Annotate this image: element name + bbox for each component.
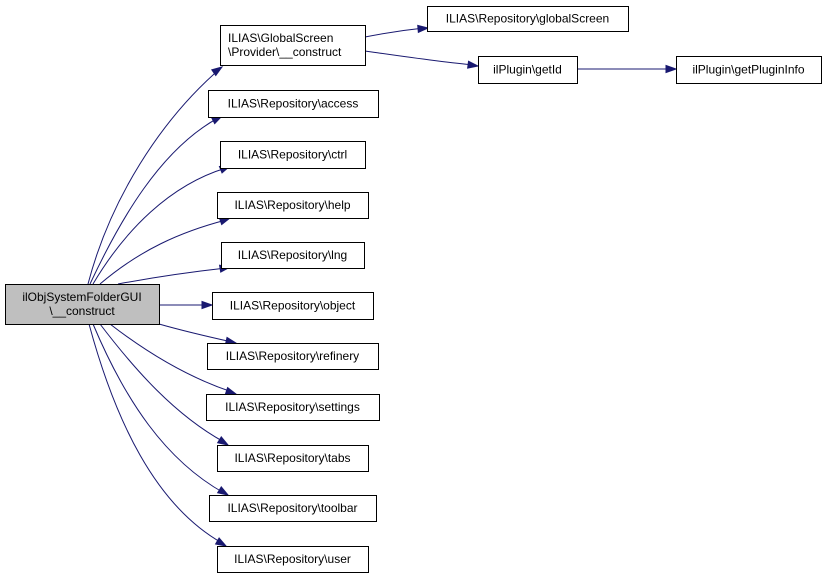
node-box[interactable] xyxy=(220,141,366,169)
edge-line xyxy=(92,167,227,285)
edge-root-to-refinery xyxy=(158,323,238,345)
edge-line xyxy=(99,323,225,443)
node-box[interactable] xyxy=(217,546,369,573)
node-object[interactable]: ILIAS\Repository\object xyxy=(212,292,374,320)
node-lng[interactable]: ILIAS\Repository\lng xyxy=(221,242,365,269)
edge-line xyxy=(87,66,223,285)
node-settings[interactable]: ILIAS\Repository\settings xyxy=(206,394,380,421)
node-box[interactable] xyxy=(208,90,379,118)
edge-gs_provider-to-getId xyxy=(364,50,480,69)
edge-root-to-gs_provider xyxy=(87,66,224,285)
node-box[interactable] xyxy=(478,56,578,84)
arrowhead-icon xyxy=(216,485,230,496)
arrowhead-icon xyxy=(216,435,230,446)
node-label: ilPlugin\getPluginInfo xyxy=(692,63,804,77)
edge-line xyxy=(89,117,219,285)
node-label: ILIAS\Repository\ctrl xyxy=(238,148,347,162)
node-root[interactable]: ilObjSystemFolderGUI\__construct xyxy=(5,284,160,325)
edges-layer xyxy=(87,24,678,547)
node-label: ILIAS\Repository\object xyxy=(230,299,356,313)
node-help[interactable]: ILIAS\Repository\help xyxy=(217,192,369,219)
node-label: ILIAS\Repository\refinery xyxy=(226,349,359,363)
node-refinery[interactable]: ILIAS\Repository\refinery xyxy=(207,343,379,370)
node-box[interactable] xyxy=(212,292,374,320)
edge-line xyxy=(364,50,475,66)
edge-line xyxy=(92,323,225,494)
arrowhead-icon xyxy=(467,60,480,69)
node-label: \__construct xyxy=(49,304,115,318)
edge-root-to-toolbar xyxy=(92,323,230,496)
node-box[interactable] xyxy=(206,394,380,421)
node-label: ILIAS\Repository\globalScreen xyxy=(446,12,609,26)
node-label: ILIAS\Repository\tabs xyxy=(234,451,350,465)
node-label: ILIAS\Repository\lng xyxy=(238,248,347,262)
node-box[interactable] xyxy=(5,284,160,325)
edge-line xyxy=(88,323,223,544)
node-gs-provider[interactable]: ILIAS\GlobalScreen\Provider\__construct xyxy=(220,25,366,66)
edge-root-to-lng xyxy=(117,264,232,285)
node-label: ILIAS\GlobalScreen xyxy=(228,31,333,45)
edge-line xyxy=(109,323,233,393)
node-toolbar[interactable]: ILIAS\Repository\toolbar xyxy=(209,495,377,522)
node-box[interactable] xyxy=(221,242,365,269)
node-getPluginInfo[interactable]: ilPlugin\getPluginInfo xyxy=(676,56,822,84)
node-box[interactable] xyxy=(427,6,629,32)
node-label: \Provider\__construct xyxy=(228,45,342,59)
node-label: ILIAS\Repository\settings xyxy=(225,400,360,414)
node-label: ILIAS\Repository\access xyxy=(228,97,359,111)
arrowhead-icon xyxy=(665,64,678,74)
node-box[interactable] xyxy=(217,445,369,472)
edge-line xyxy=(158,323,233,343)
edge-root-to-tabs xyxy=(99,323,230,446)
arrowhead-icon xyxy=(224,386,238,395)
nodes-layer: ilObjSystemFolderGUI\__construct ILIAS\Gl… xyxy=(5,6,822,573)
node-getId[interactable]: ilPlugin\getId xyxy=(478,56,578,84)
node-label: ILIAS\Repository\help xyxy=(234,198,350,212)
node-box[interactable] xyxy=(209,495,377,522)
edge-root-to-help xyxy=(99,217,232,285)
node-label: ILIAS\Repository\user xyxy=(234,552,351,566)
node-access[interactable]: ILIAS\Repository\access xyxy=(208,90,379,118)
edge-root-to-object xyxy=(159,300,214,310)
node-tabs[interactable]: ILIAS\Repository\tabs xyxy=(217,445,369,472)
node-ctrl[interactable]: ILIAS\Repository\ctrl xyxy=(220,141,366,169)
edge-line xyxy=(99,219,227,285)
node-label: ilPlugin\getId xyxy=(493,63,562,77)
edge-root-to-user xyxy=(88,323,228,547)
node-label: ilObjSystemFolderGUI xyxy=(22,290,141,304)
arrowhead-icon xyxy=(201,300,214,310)
arrowhead-icon xyxy=(210,66,224,77)
node-box[interactable] xyxy=(217,192,369,219)
node-globalScreen[interactable]: ILIAS\Repository\globalScreen xyxy=(427,6,629,32)
arrowhead-icon xyxy=(417,24,430,34)
edge-line xyxy=(364,27,425,38)
node-box[interactable] xyxy=(220,25,366,66)
edge-getId-to-getPluginInfo xyxy=(577,64,678,74)
edge-gs_provider-to-globalScreen xyxy=(364,24,430,38)
node-label: ILIAS\Repository\toolbar xyxy=(227,501,357,515)
node-user[interactable]: ILIAS\Repository\user xyxy=(217,546,369,573)
edge-line xyxy=(117,267,227,285)
node-box[interactable] xyxy=(676,56,822,84)
node-box[interactable] xyxy=(207,343,379,370)
arrowhead-icon xyxy=(214,537,228,547)
